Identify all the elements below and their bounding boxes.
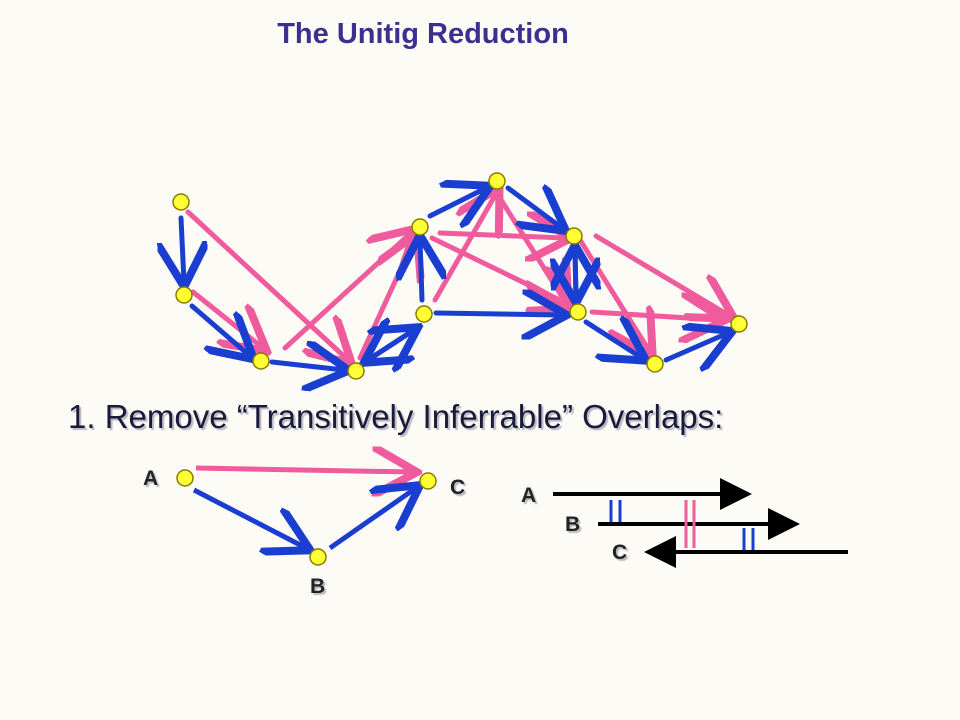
pink-edge [437,233,566,238]
step-heading: 1. Remove “Transitively Inferrable” Over… [68,398,724,435]
graph-node [411,218,429,236]
triangle-label-a: A [143,467,159,490]
read-label-c: C [612,541,628,564]
graph-node [175,286,193,304]
blue-edge-b-c [328,488,416,551]
node-c [419,472,437,490]
pink-edge [185,209,348,360]
blue-edge [505,188,562,228]
blue-edge [433,313,562,315]
blue-edge [269,362,344,370]
graph-node [569,303,587,321]
pink-edge [589,312,720,320]
graph-nodes [172,172,748,380]
pink-edges [185,192,730,360]
graph-node [347,362,365,380]
blue-edge [663,333,728,360]
blue-edge [583,322,642,358]
triangle-label-c: C [450,476,466,499]
pink-edge [593,233,730,316]
node-a [176,469,194,487]
read-label-a: A [521,484,537,507]
blue-edge [420,240,422,303]
blue-edge [181,215,184,282]
triangle-example [176,468,437,566]
graph-node [172,193,190,211]
graph-node [415,305,433,323]
blue-edge [368,330,417,360]
blue-edges [181,188,728,370]
read-label-b: B [565,513,581,536]
graph-node [488,172,506,190]
triangle-label-b: B [310,575,326,598]
blue-edge [189,303,250,356]
graph-node [730,315,748,333]
slide-title: The Unitig Reduction [277,18,569,50]
pink-edge-a-c [195,468,412,472]
pink-edge [577,237,650,352]
blue-edge [575,250,576,301]
graph-node [646,355,664,373]
graph-node [252,352,270,370]
node-b [309,548,327,566]
graph-node [565,227,583,245]
read-alignment [553,478,848,568]
blue-edge-a-b [192,487,306,548]
blue-edge [427,188,486,216]
